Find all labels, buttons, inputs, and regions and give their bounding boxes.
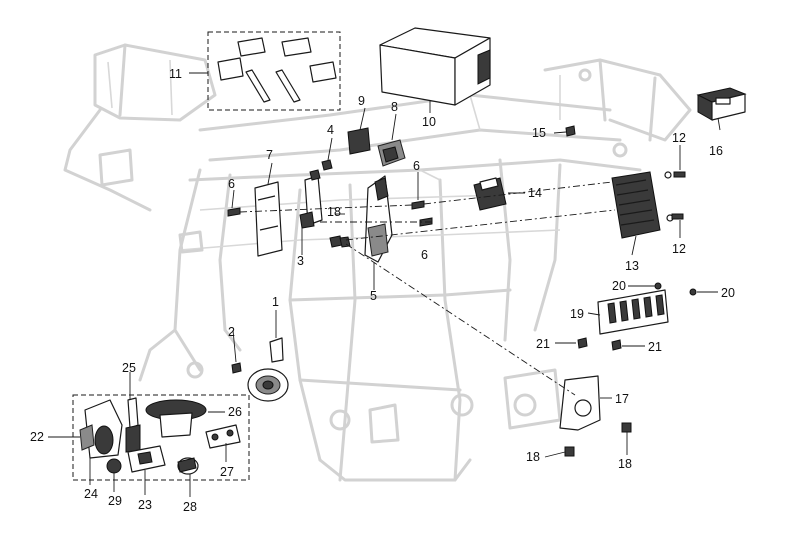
callout-18c: 18 (618, 457, 632, 471)
part-23-seat-lock (127, 445, 166, 473)
part-29-lock-cylinder (106, 458, 122, 474)
callout-18b: 18 (526, 450, 540, 464)
part-4-bolts (309, 159, 333, 181)
callout-4: 4 (327, 123, 334, 137)
part-9-relay (347, 127, 371, 155)
part-17-bracket (559, 375, 601, 431)
part-19-fuse-box (597, 289, 669, 335)
callout-6a: 6 (228, 177, 235, 191)
callout-14: 14 (528, 186, 542, 200)
callout-23: 23 (138, 498, 152, 512)
part-7-bracket (254, 181, 283, 257)
callout-29: 29 (108, 494, 122, 508)
callout-13: 13 (625, 259, 639, 273)
callout-16: 16 (709, 144, 723, 158)
dashed-assembly-lines (239, 181, 616, 396)
callout-28: 28 (183, 500, 197, 514)
callout-7: 7 (266, 148, 273, 162)
callout-21a: 21 (536, 337, 550, 351)
callout-8: 8 (391, 100, 398, 114)
ignition-set-box (72, 394, 250, 481)
part-20-screws (654, 282, 697, 296)
callout-22: 22 (30, 430, 44, 444)
part-10-battery (379, 27, 491, 106)
part-27-lock-bracket (205, 424, 241, 449)
part-28-lock (177, 457, 199, 475)
callout-20b: 20 (721, 286, 735, 300)
leader-lines (48, 72, 721, 497)
part-8-relay (377, 139, 406, 167)
callout-3: 3 (297, 254, 304, 268)
part-26-tank-cap (145, 399, 207, 438)
callout-6b: 6 (413, 159, 420, 173)
callout-5: 5 (370, 289, 377, 303)
callout-12b: 12 (672, 242, 686, 256)
callout-12a: 12 (672, 131, 686, 145)
part-14-connector (473, 177, 507, 211)
callout-20a: 20 (612, 279, 626, 293)
callout-labels: 11 10 9 8 4 7 6 6 6 18 3 5 15 16 12 12 1… (30, 67, 735, 514)
callout-26: 26 (228, 405, 242, 419)
part-5-harness-clip (364, 175, 393, 263)
callout-9: 9 (358, 94, 365, 108)
callout-24: 24 (84, 487, 98, 501)
part-15-clip (565, 125, 576, 137)
part-1-horn (247, 337, 289, 402)
part-21-clips (577, 337, 622, 351)
callout-10: 10 (422, 115, 436, 129)
callout-6c: 6 (421, 248, 428, 262)
part-24-ignition-switch (79, 399, 123, 459)
part-25-key (125, 397, 141, 453)
callout-1: 1 (272, 295, 279, 309)
callout-2: 2 (228, 325, 235, 339)
callout-27: 27 (220, 465, 234, 479)
callout-25: 25 (122, 361, 136, 375)
part-12-bolts (671, 171, 686, 220)
callout-19: 19 (570, 307, 584, 321)
callout-11: 11 (169, 67, 182, 81)
part-13-regulator (611, 171, 674, 239)
callout-15: 15 (532, 126, 546, 140)
part-2-bolt (231, 362, 242, 374)
part-16-relay-block (696, 87, 747, 121)
callout-17: 17 (615, 392, 629, 406)
part-3-holder (299, 175, 323, 229)
part-11-pads (207, 31, 341, 111)
callout-18a: 18 (327, 205, 341, 219)
callout-21b: 21 (648, 340, 662, 354)
abs-modulator-background (503, 368, 562, 430)
